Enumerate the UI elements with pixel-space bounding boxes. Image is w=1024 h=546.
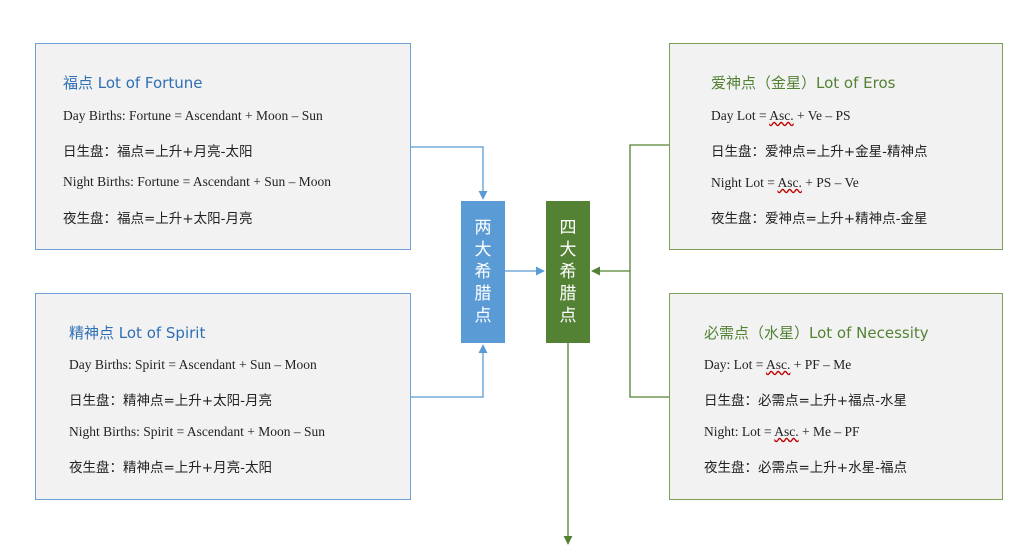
fortune-day-formula: Day Births: Fortune = Ascendant + Moon –… — [63, 108, 323, 123]
four-lots-char: 四 — [559, 218, 577, 238]
eros-day-formula-cn: 日生盘：爱神点=上升+金星-精神点 — [711, 144, 928, 160]
eros-day-formula: Day Lot = Asc. + Ve – PS — [711, 108, 851, 123]
necessity-night-formula: Night: Lot = Asc. + Me – PF — [704, 424, 860, 439]
fortune-day-formula-cn: 日生盘：福点=上升+月亮-太阳 — [63, 144, 253, 160]
four-lots-char: 大 — [559, 240, 577, 260]
four-lots-char: 希 — [559, 262, 577, 282]
arrow-fortune-to-two — [410, 146, 488, 200]
fortune-night-formula-cn: 夜生盘：福点=上升+太阳-月亮 — [63, 211, 253, 227]
fortune-title: 福点 Lot of Fortune — [63, 74, 203, 92]
two-lots-char: 点 — [474, 306, 492, 326]
spirit-night-formula: Night Births: Spirit = Ascendant + Moon … — [69, 424, 325, 439]
spirit-night-formula-cn: 夜生盘：精神点=上升+月亮-太阳 — [69, 460, 272, 476]
spirit-box: 精神点 Lot of Spirit Day Births: Spirit = A… — [35, 293, 411, 500]
necessity-day-formula: Day: Lot = Asc. + PF – Me — [704, 357, 852, 372]
necessity-night-formula-cn: 夜生盘：必需点=上升+水星-福点 — [704, 460, 907, 476]
four-lots-char: 腊 — [559, 284, 577, 304]
eros-night-formula-cn: 夜生盘：爱神点=上升+精神点-金星 — [711, 211, 928, 227]
eros-box: 爱神点（金星）Lot of Eros Day Lot = Asc. + Ve –… — [669, 43, 1003, 250]
necessity-day-formula-cn: 日生盘：必需点=上升+福点-水星 — [704, 393, 907, 409]
fortune-box: 福点 Lot of Fortune Day Births: Fortune = … — [35, 43, 411, 250]
spirit-title: 精神点 Lot of Spirit — [69, 324, 206, 342]
eros-night-formula: Night Lot = Asc. + PS – Ve — [711, 175, 859, 190]
two-lots-char: 希 — [474, 262, 492, 282]
arrow-spirit-to-two — [410, 344, 488, 398]
four-greek-lots-box: 四 大 希 腊 点 — [546, 201, 590, 343]
necessity-box: 必需点（水星）Lot of Necessity Day: Lot = Asc. … — [669, 293, 1003, 500]
two-greek-lots-box: 两 大 希 腊 点 — [461, 201, 505, 343]
four-lots-char: 点 — [559, 306, 577, 326]
fortune-night-formula: Night Births: Fortune = Ascendant + Sun … — [63, 174, 331, 189]
spirit-day-formula: Day Births: Spirit = Ascendant + Sun – M… — [69, 357, 317, 372]
spirit-day-formula-cn: 日生盘：精神点=上升+太阳-月亮 — [69, 393, 272, 409]
bracket-eros-necessity — [629, 144, 669, 398]
necessity-title: 必需点（水星）Lot of Necessity — [704, 324, 929, 342]
two-lots-char: 两 — [474, 218, 492, 238]
two-lots-char: 大 — [474, 240, 492, 260]
two-lots-char: 腊 — [474, 284, 492, 304]
eros-title: 爱神点（金星）Lot of Eros — [711, 74, 896, 92]
